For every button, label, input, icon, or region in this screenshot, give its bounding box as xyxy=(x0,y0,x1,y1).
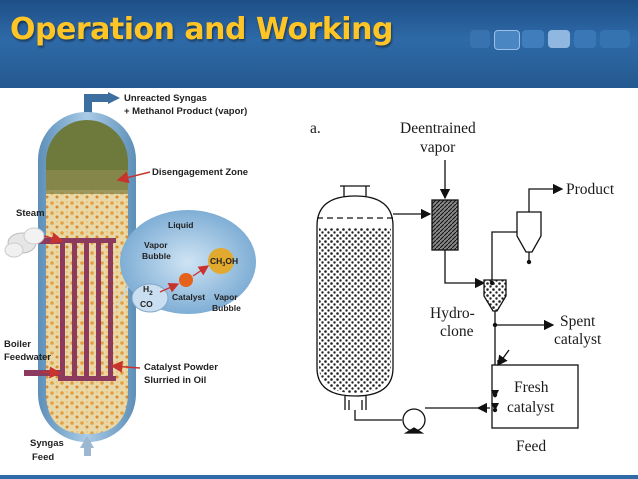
junction-dot xyxy=(526,259,532,265)
reaction-arrow-icon xyxy=(159,282,180,293)
pointer-arrow-icon xyxy=(43,232,64,244)
catalyst-particle xyxy=(179,273,193,287)
syngas-feed-label-line2: Feed xyxy=(32,452,54,463)
process-flow-schematic xyxy=(316,160,579,434)
fresh-catalyst-box xyxy=(491,364,579,429)
catalyst-powder-label-line1: Catalyst Powder xyxy=(144,362,218,373)
methanol-formula-label: CH3OH xyxy=(210,256,238,268)
cyclone-separator xyxy=(516,211,542,253)
spent-catalyst-line xyxy=(494,318,555,331)
hydrogen-label: H2 xyxy=(143,284,153,297)
carbon-monoxide-label: CO xyxy=(140,299,153,309)
junction-dot xyxy=(492,322,498,328)
catalyst-powder-label-line2: Slurried in Oil xyxy=(144,375,206,386)
header-decoration xyxy=(470,30,490,48)
slide-header: Operation and Working xyxy=(0,0,638,88)
syngas-arrow-icon xyxy=(80,436,94,448)
heat-exchanger xyxy=(431,199,459,251)
catalyst-label: Catalyst xyxy=(172,292,205,302)
hydroclone-label-line1: Hydro- xyxy=(430,305,475,322)
vapor-bubble-left xyxy=(131,283,169,313)
header-decoration xyxy=(494,30,520,50)
product-line xyxy=(528,183,564,212)
hydroclone-label-line2: clone xyxy=(440,323,474,340)
disengagement-zone-label: Disengagement Zone xyxy=(152,167,248,178)
slurry-reactor-vessel xyxy=(316,185,394,410)
unreacted-syngas-label: Unreacted Syngas xyxy=(124,93,207,104)
outlet-arrow-icon xyxy=(108,92,120,104)
disengagement-zone xyxy=(46,170,128,194)
slurry-reactor-illustration: Unreacted Syngas + Methanol Product (vap… xyxy=(4,92,256,463)
header-decoration xyxy=(548,30,570,48)
methanol-bubble xyxy=(208,248,234,274)
feedwater-pipe xyxy=(24,370,62,376)
reaction-arrow-icon xyxy=(192,265,210,277)
hydroclone xyxy=(483,279,507,312)
junction-dot xyxy=(489,280,495,286)
outlet-pipe xyxy=(84,94,110,116)
steam-label: Steam xyxy=(16,208,45,219)
spent-catalyst-label-line1: Spent xyxy=(560,313,596,330)
fresh-catalyst-label-line1: Fresh xyxy=(514,379,549,396)
vapor-bubble-right-line1: Vapor xyxy=(214,292,238,302)
slide-footer-bar xyxy=(0,475,638,479)
steam-pipe xyxy=(30,238,62,244)
boiler-feedwater-label-line2: Feedwater xyxy=(4,352,51,363)
vapor-bubble-label-line2: Bubble xyxy=(142,251,171,261)
methanol-product-label: + Methanol Product (vapor) xyxy=(124,106,247,117)
header-decoration xyxy=(574,30,596,48)
product-label: Product xyxy=(566,181,615,198)
deentrained-vapor-label-line2: vapor xyxy=(420,139,456,156)
vapor-bubble-right-line2: Bubble xyxy=(212,303,241,313)
fresh-catalyst-label-line2: catalyst xyxy=(507,399,555,416)
cooling-coil xyxy=(58,238,116,381)
pointer-arrow-icon xyxy=(41,366,62,379)
pointer-arrow-icon xyxy=(110,360,141,373)
pointer-arrow-icon xyxy=(116,171,151,184)
vapor-bubble-label-line1: Vapor xyxy=(144,240,168,250)
panel-label: a. xyxy=(310,120,321,137)
boiler-feedwater-label-line1: Boiler xyxy=(4,339,31,350)
slide-title: Operation and Working xyxy=(10,12,393,47)
steam-cloud-icon xyxy=(4,227,45,258)
spent-catalyst-label-line2: catalyst xyxy=(554,331,602,348)
hydroclone-feed-line xyxy=(444,250,486,289)
feed-label: Feed xyxy=(516,438,546,455)
cyclone-feed-line xyxy=(491,231,517,280)
header-decoration xyxy=(522,30,544,48)
liquid-label: Liquid xyxy=(168,220,194,230)
deentrained-vapor-label-line1: Deentrained xyxy=(400,120,476,137)
syngas-feed-label-line1: Syngas xyxy=(30,438,64,449)
pump-suction-line xyxy=(354,410,402,421)
header-decoration xyxy=(600,30,630,48)
